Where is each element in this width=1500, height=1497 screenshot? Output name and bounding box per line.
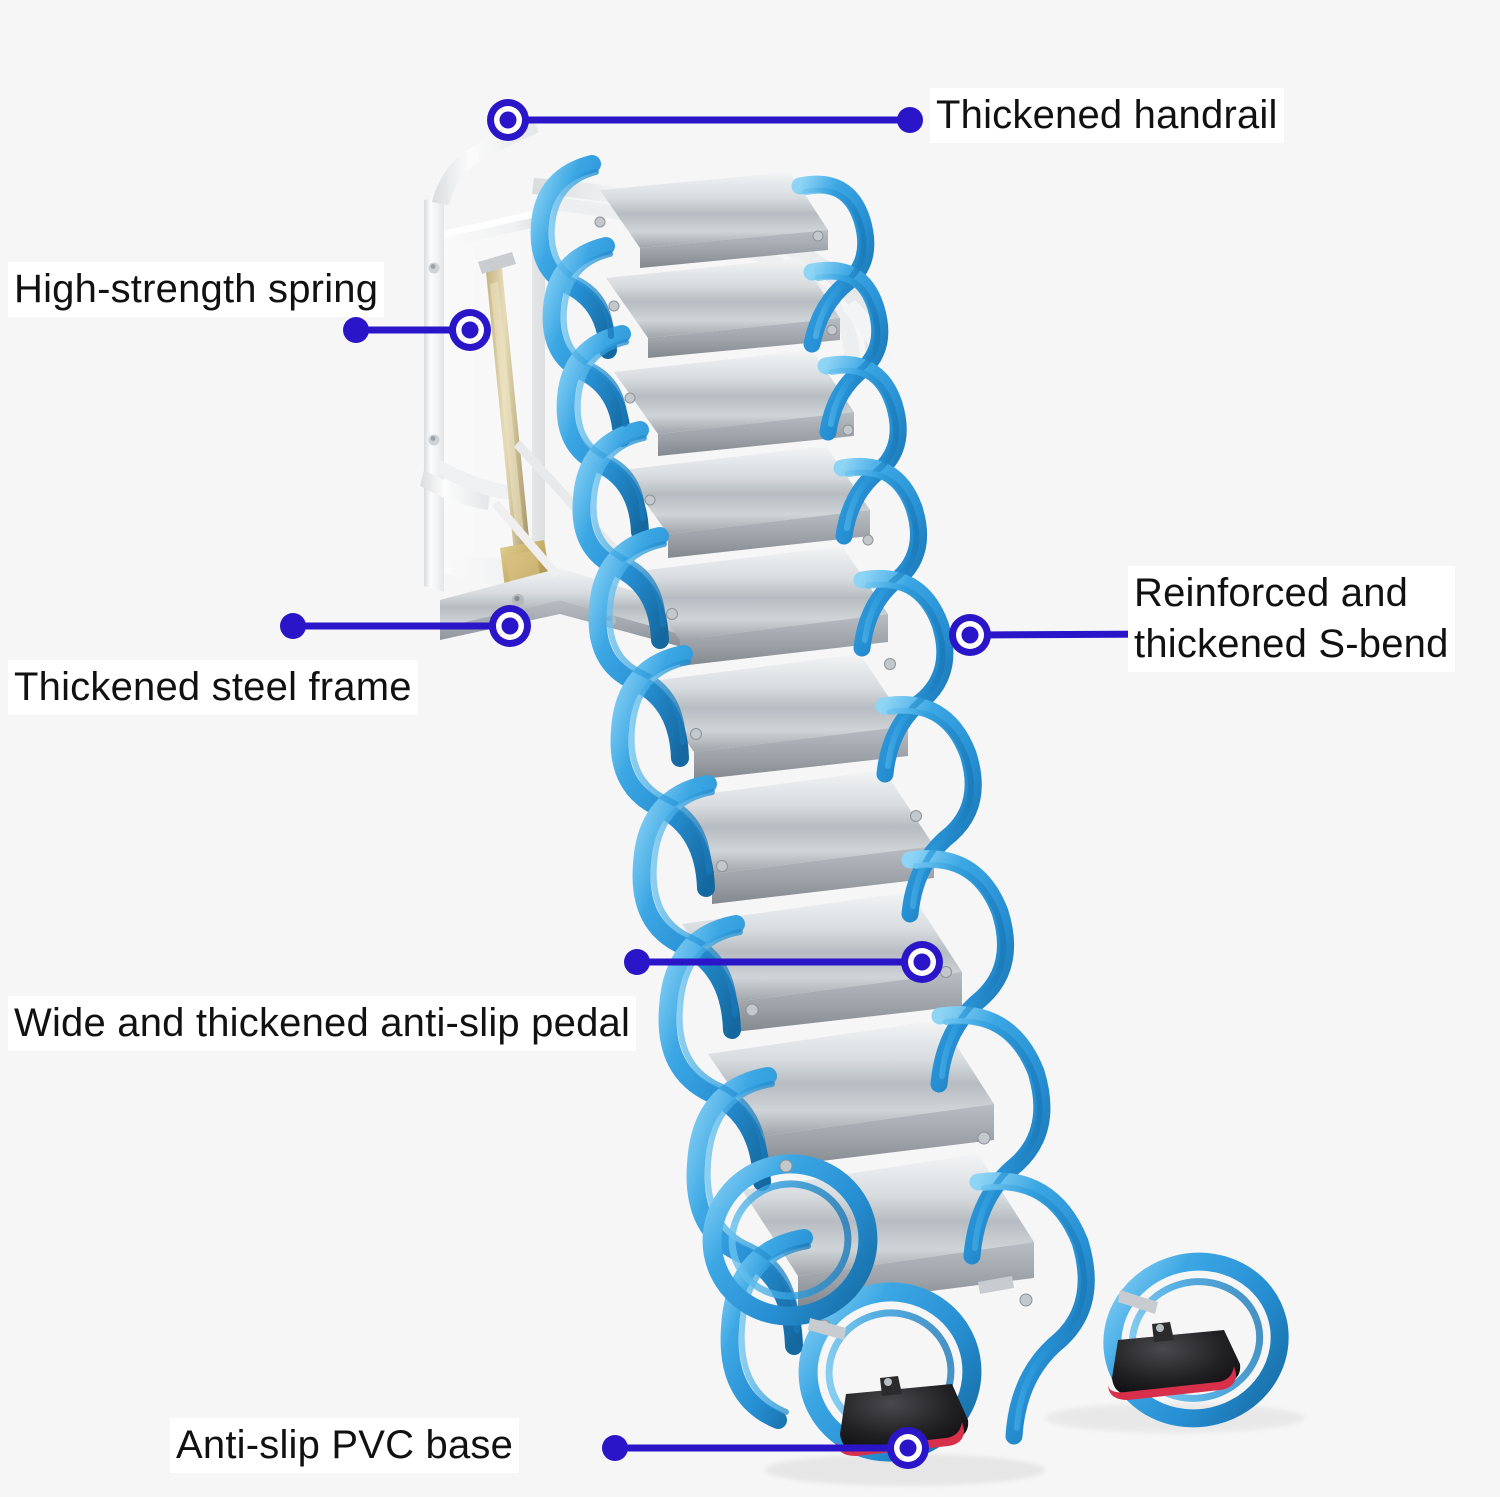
aluminium-tread — [622, 446, 870, 558]
callout-leader-dot — [624, 949, 650, 975]
aluminium-tread — [606, 258, 840, 358]
scissor-ring-left-bottom — [702, 1154, 982, 1462]
callout-leader-dot — [343, 317, 369, 343]
aluminium-tread — [660, 770, 934, 904]
callout-label-reinforced-thickened-s-bend: Reinforced and thickened S-bend — [1128, 566, 1455, 673]
aluminium-tread — [600, 172, 828, 268]
pivot-rivet-group — [594, 216, 1033, 1333]
aluminium-tread — [632, 546, 888, 666]
foot-pin-group — [808, 1276, 1158, 1340]
callout-target-ring-inner — [899, 1439, 917, 1457]
callout-label-thickened-steel-frame: Thickened steel frame — [8, 660, 418, 716]
aluminium-tread — [682, 892, 962, 1032]
callout-label-wide-thickened-anti-slip-pedal: Wide and thickened anti-slip pedal — [8, 996, 637, 1052]
aluminium-tread — [708, 1020, 994, 1168]
aluminium-tread — [614, 350, 854, 456]
pvc-foot — [1108, 1322, 1241, 1400]
scissor-arm-column-right — [791, 175, 1095, 1445]
aluminium-tread — [644, 654, 908, 780]
callout-target-ring-inner — [499, 111, 517, 129]
scissor-arm-column-left — [530, 155, 813, 1429]
callout-target-ring-inner — [913, 953, 931, 971]
aluminium-tread-group — [600, 172, 1034, 1308]
callout-label-high-strength-spring: High-strength spring — [8, 262, 385, 318]
callout-target-ring-inner — [461, 321, 479, 339]
callout-leader-dot — [602, 1435, 628, 1461]
callout-label-thickened-handrail: Thickened handrail — [930, 88, 1284, 144]
callout-leader-dot — [280, 613, 306, 639]
callout-label-anti-slip-pvc-base: Anti-slip PVC base — [170, 1418, 520, 1474]
callout-leader-dot — [897, 107, 923, 133]
callout-target-ring-inner — [961, 626, 979, 644]
callout-target-ring-inner — [501, 617, 519, 635]
